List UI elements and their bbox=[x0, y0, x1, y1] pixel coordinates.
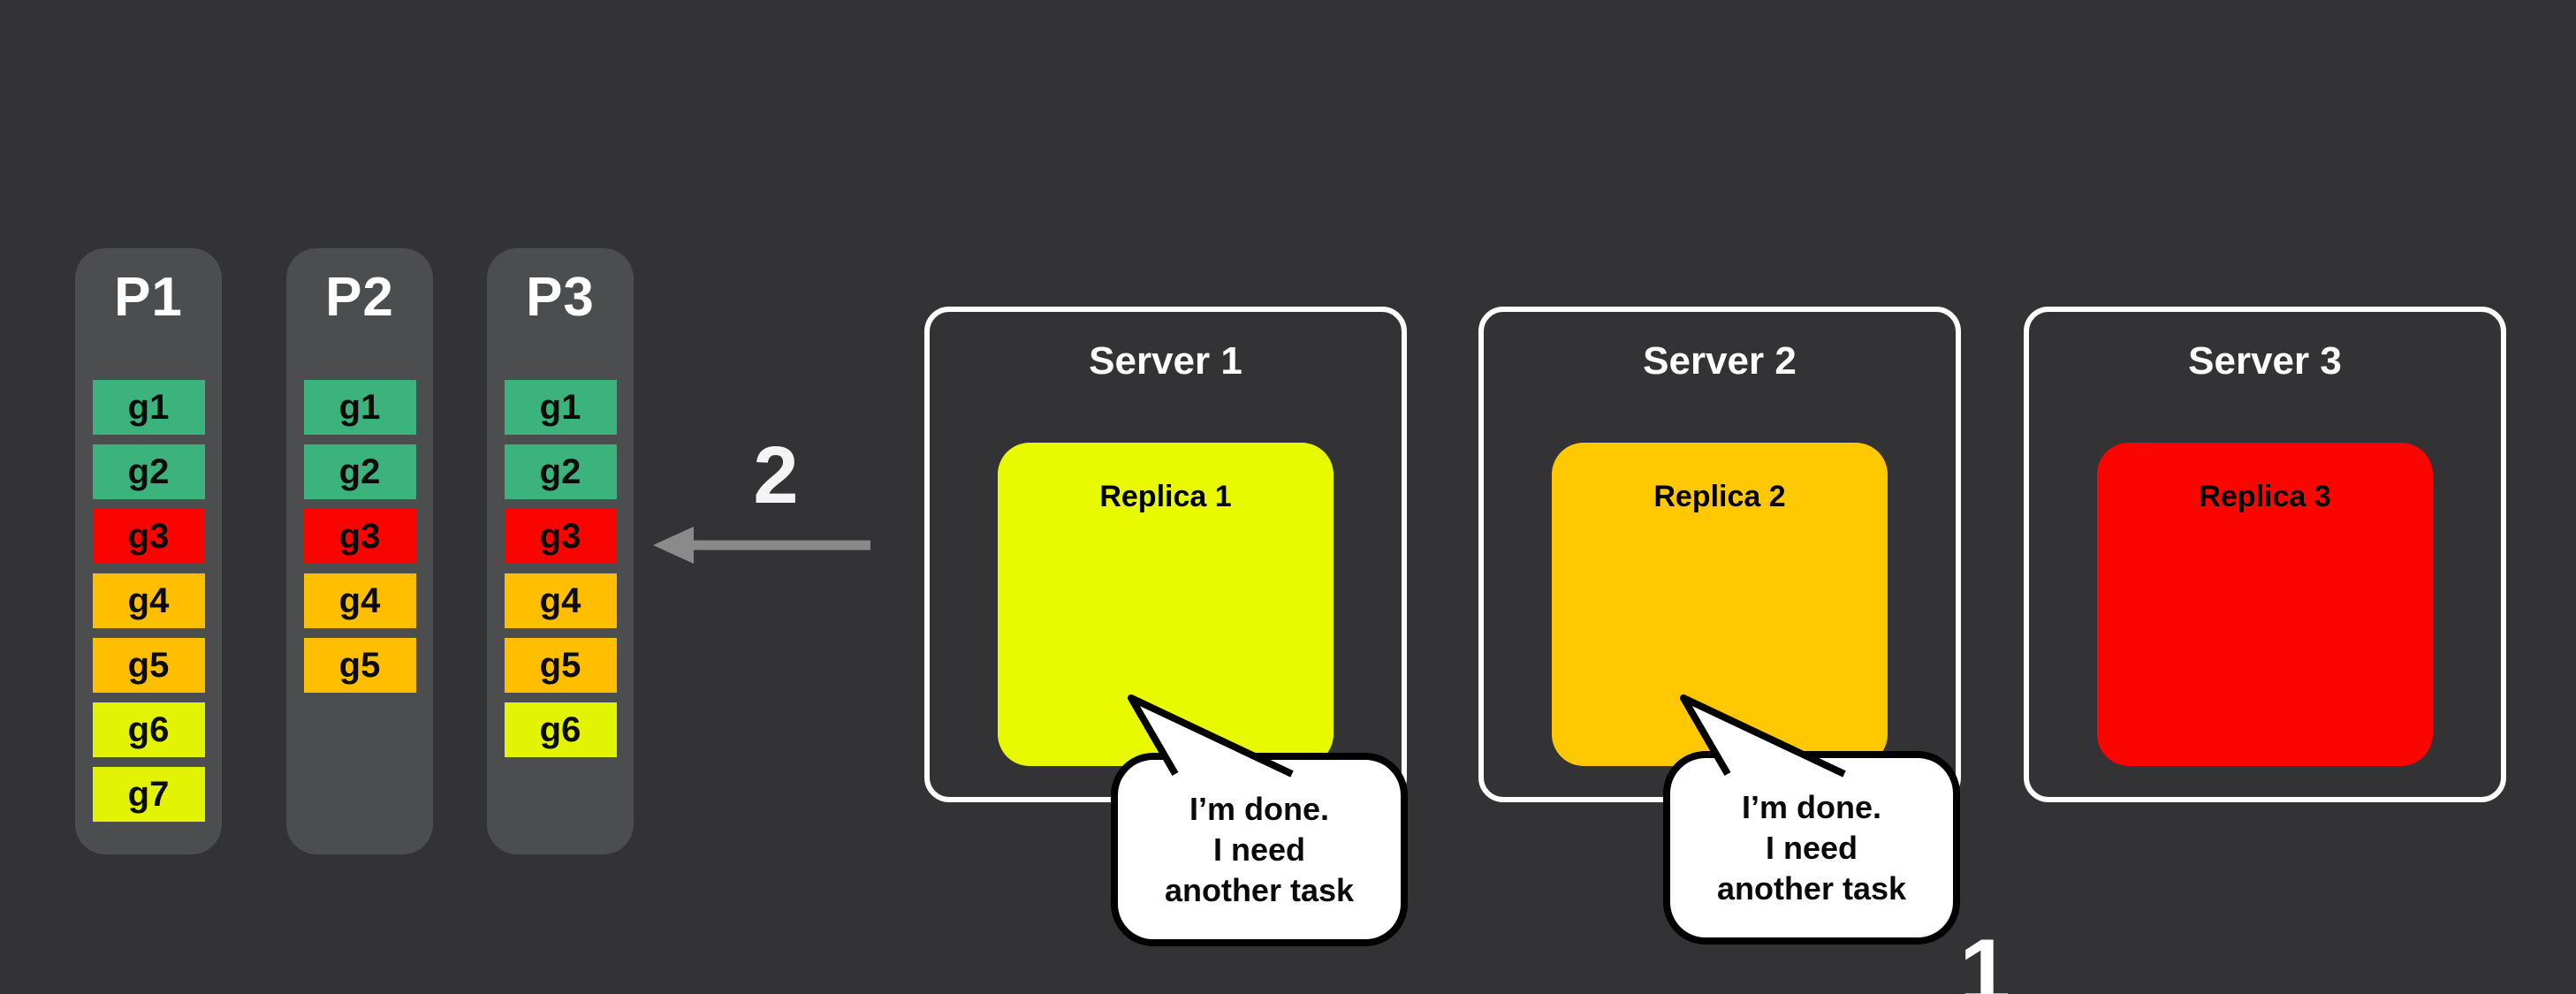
replica-1-box: Replica 1 bbox=[998, 443, 1334, 766]
task-cell: g5 bbox=[303, 638, 416, 693]
replica-3-label: Replica 3 bbox=[2199, 480, 2331, 513]
pool-p2-title: P2 bbox=[325, 267, 394, 328]
task-cell: g3 bbox=[303, 509, 416, 564]
speech-bubble-2-line: another task bbox=[1716, 869, 1907, 907]
pool-p3: P3 g1 g2 g3 g4 g5 g6 bbox=[487, 248, 634, 854]
task-cell: g5 bbox=[504, 638, 617, 693]
server-1-title: Server 1 bbox=[1089, 339, 1242, 383]
server-3-title: Server 3 bbox=[2188, 339, 2342, 383]
task-cell: g2 bbox=[92, 444, 205, 499]
task-cell: g1 bbox=[303, 380, 416, 435]
pool-p1-title: P1 bbox=[114, 267, 183, 328]
pool-p3-task-list: g1 g2 g3 g4 g5 g6 bbox=[504, 380, 617, 757]
task-cell: g2 bbox=[504, 444, 617, 499]
step-1-label: 1 bbox=[1959, 921, 2010, 994]
pool-p2: P2 g1 g2 g3 g4 g5 bbox=[286, 248, 433, 854]
replica-1-label: Replica 1 bbox=[1099, 480, 1232, 513]
server-2-title: Server 2 bbox=[1643, 339, 1797, 383]
task-cell: g4 bbox=[504, 573, 617, 628]
task-cell: g4 bbox=[92, 573, 205, 628]
task-cell: g1 bbox=[504, 380, 617, 435]
pool-p3-title: P3 bbox=[526, 267, 595, 328]
speech-bubble-1-line: I need bbox=[1212, 831, 1306, 868]
task-cell: g4 bbox=[303, 573, 416, 628]
task-cell: g1 bbox=[92, 380, 205, 435]
task-cell: g7 bbox=[92, 767, 205, 822]
task-cell: g6 bbox=[92, 702, 205, 757]
bubble-tail-2 bbox=[1680, 694, 1846, 778]
replica-2-label: Replica 2 bbox=[1653, 480, 1786, 513]
task-cell: g3 bbox=[92, 509, 205, 564]
pool-p1-task-list: g1 g2 g3 g4 g5 g6 g7 bbox=[92, 380, 205, 822]
task-cell: g5 bbox=[92, 638, 205, 693]
task-cell: g3 bbox=[504, 509, 617, 564]
speech-bubble-2: I’m done. I need another task bbox=[1663, 751, 1960, 945]
server-1-box: Server 1 Replica 1 bbox=[924, 307, 1407, 802]
step-2-label: 2 bbox=[753, 430, 799, 520]
pool-p1: P1 g1 g2 g3 g4 g5 g6 g7 bbox=[75, 248, 222, 854]
speech-bubble-1-line: another task bbox=[1164, 871, 1355, 908]
speech-bubble-2-line: I’m done. bbox=[1741, 788, 1881, 825]
bubble-tail-1 bbox=[1128, 694, 1294, 778]
speech-bubble-1-line: I’m done. bbox=[1189, 790, 1329, 827]
speech-bubble-2-line: I need bbox=[1765, 829, 1858, 866]
speech-bubble-1: I’m done. I need another task bbox=[1111, 753, 1408, 946]
arrow-left-icon bbox=[653, 527, 870, 564]
pool-p2-task-list: g1 g2 g3 g4 g5 bbox=[303, 380, 416, 693]
task-cell: g2 bbox=[303, 444, 416, 499]
replica-3-box: Replica 3 bbox=[2097, 443, 2433, 766]
task-cell: g6 bbox=[504, 702, 617, 757]
server-3-box: Server 3 Replica 3 bbox=[2024, 307, 2506, 802]
